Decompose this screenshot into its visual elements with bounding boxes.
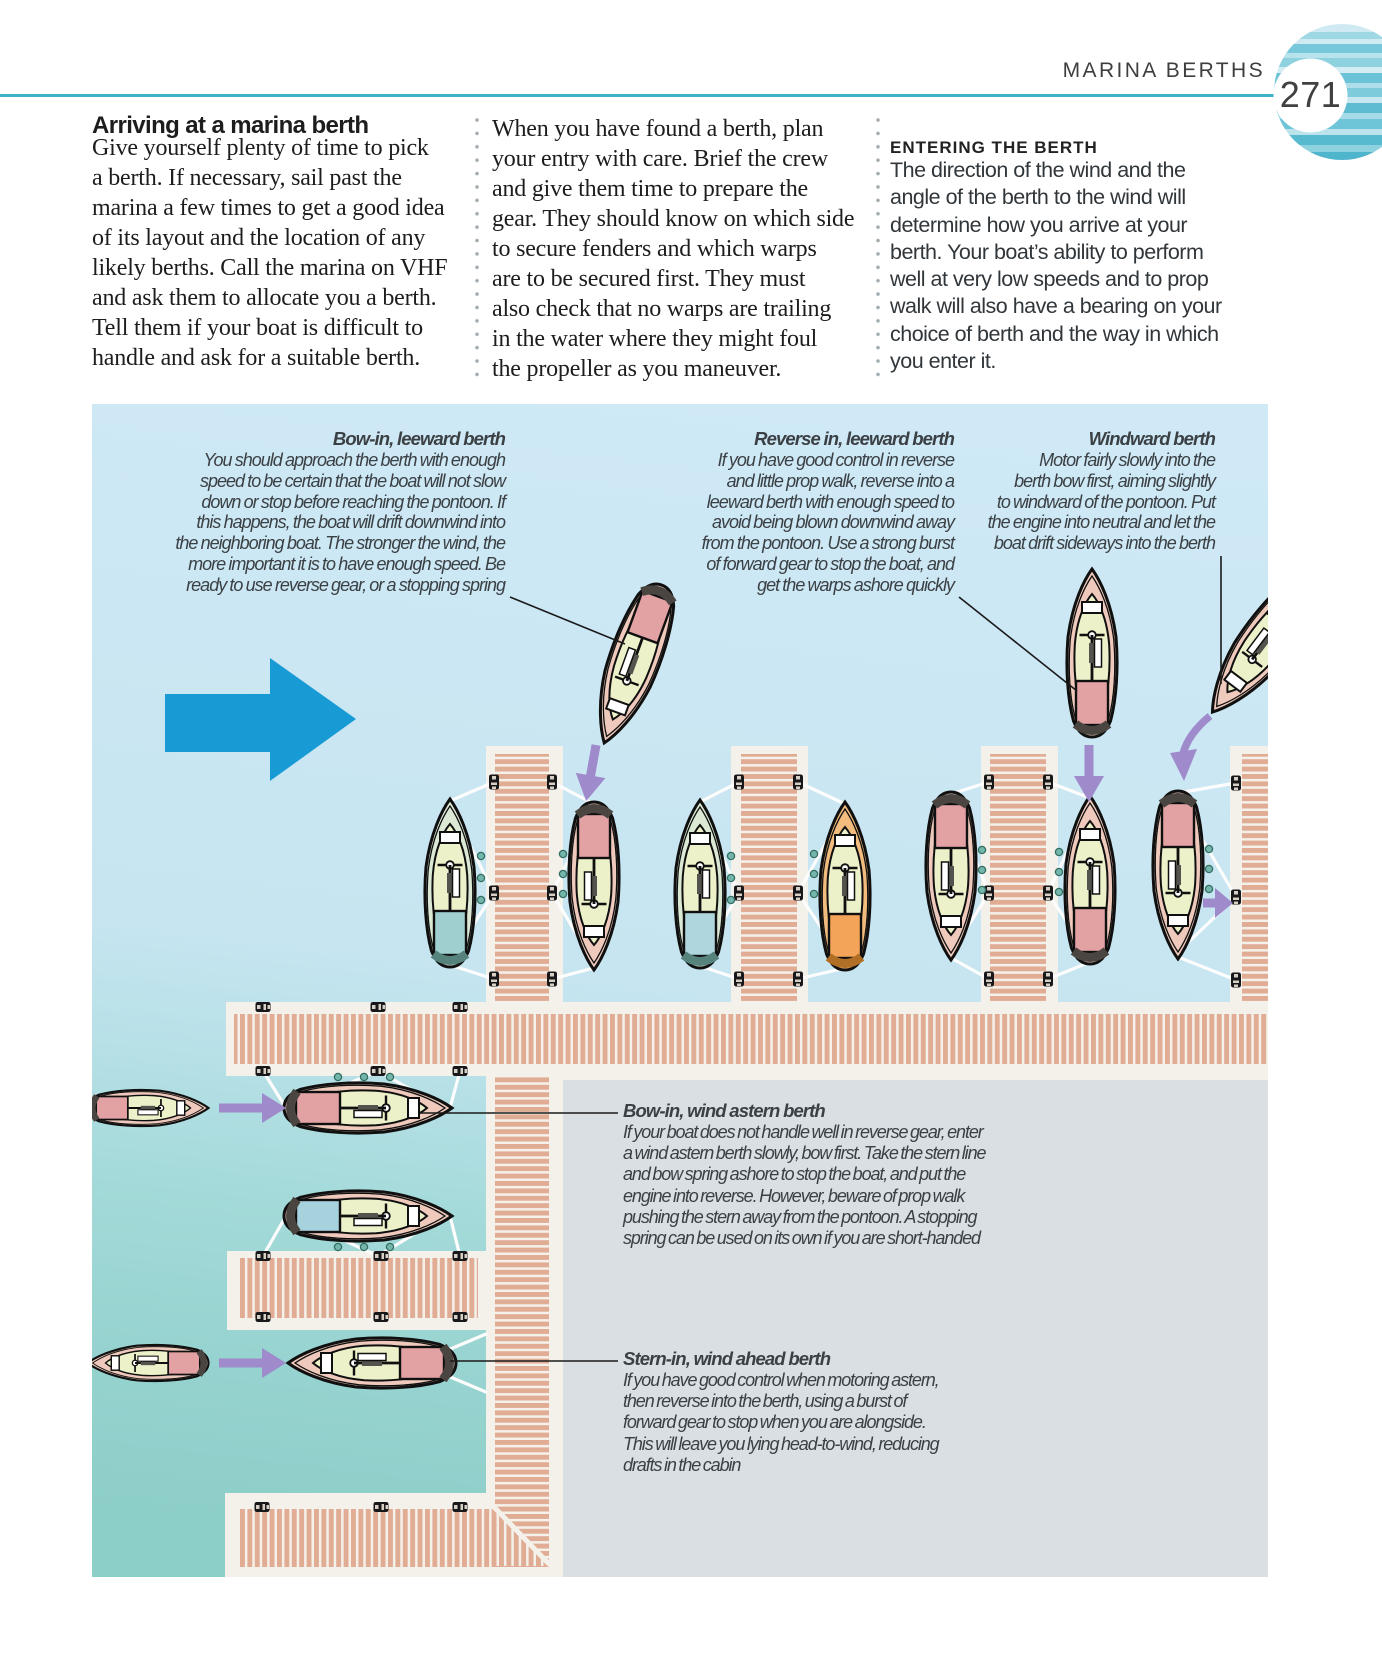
svg-text:271: 271	[1280, 74, 1342, 115]
